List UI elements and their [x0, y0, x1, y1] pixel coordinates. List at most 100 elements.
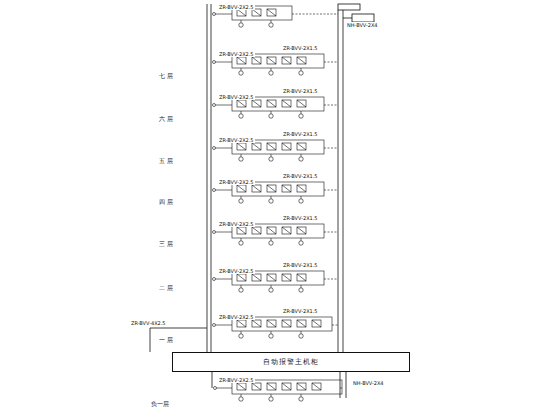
device-symbol	[297, 320, 306, 327]
device-symbol	[267, 100, 276, 107]
cable-label: ZR-BVV-2X1.5	[282, 262, 319, 268]
device-symbol	[297, 57, 306, 64]
drop-wire	[241, 111, 242, 114]
floor-label: 一 层	[158, 336, 174, 343]
detector-symbol	[299, 334, 303, 338]
device-symbol	[237, 383, 246, 390]
device-mark	[267, 274, 276, 281]
detector-symbol	[269, 288, 273, 292]
device-symbol	[267, 57, 276, 64]
cable-label: ZR-BVV-2X2.5	[218, 221, 255, 227]
device-symbol	[267, 185, 276, 192]
detector-symbol	[269, 397, 273, 401]
branch-wire	[216, 232, 233, 233]
device-mark	[237, 320, 246, 327]
branch-wire	[216, 148, 233, 149]
device-mark	[252, 143, 261, 150]
device-mark	[297, 143, 306, 150]
signal-wire	[332, 325, 338, 326]
floor-label: 六 层	[158, 115, 174, 122]
device-mark	[297, 383, 306, 390]
junction-dot	[213, 189, 216, 192]
device-symbol	[312, 383, 321, 390]
drop-wire	[271, 68, 272, 71]
signal-wire	[324, 148, 338, 149]
junction-dot	[213, 147, 216, 150]
device-symbol	[252, 320, 261, 327]
floor-label: 二 层	[158, 284, 174, 291]
detector-symbol	[239, 114, 243, 118]
cable-label: ZR-BVV-2X2.5	[218, 4, 255, 10]
cable-label: ZR-BVV-4X2.5	[130, 320, 167, 326]
device-mark	[267, 9, 276, 16]
device-mark	[237, 57, 246, 64]
device-symbol	[252, 185, 261, 192]
device-mark	[237, 9, 246, 16]
detector-symbol	[299, 71, 303, 75]
device-symbol	[252, 9, 261, 16]
junction-dot	[213, 61, 216, 64]
device-symbol	[252, 274, 261, 281]
floor-label: 四 层	[158, 198, 174, 205]
detector-symbol	[269, 114, 273, 118]
cable-label: ZR-BVV-2X2.5	[218, 314, 255, 320]
branch-wire	[217, 388, 233, 389]
device-mark	[267, 185, 276, 192]
device-symbol	[267, 9, 276, 16]
drop-wire	[241, 196, 242, 199]
cable-label: ZR-BVV-2X2.5	[218, 377, 255, 383]
device-symbol	[237, 227, 246, 234]
device-mark	[282, 100, 291, 107]
detector-symbol	[299, 241, 303, 245]
device-symbol	[297, 100, 306, 107]
device-mark	[252, 383, 261, 390]
floor-label: 七 层	[158, 72, 174, 79]
floor-label: 五 层	[158, 157, 174, 164]
drop-wire	[301, 68, 302, 71]
device-mark	[237, 383, 246, 390]
device-symbol	[252, 100, 261, 107]
device-symbol	[252, 143, 261, 150]
device-symbol	[282, 100, 291, 107]
device-mark	[282, 320, 291, 327]
drop-wire	[271, 285, 272, 288]
device-mark	[267, 320, 276, 327]
drop-wire	[301, 111, 302, 114]
cable-label: ZR-BVV-2X2.5	[218, 94, 255, 100]
device-symbol	[237, 143, 246, 150]
drop-wire	[301, 238, 302, 241]
detector-symbol	[299, 288, 303, 292]
cable-label: ZR-BVV-2X2.5	[218, 137, 255, 143]
device-symbol	[282, 320, 291, 327]
device-mark	[267, 100, 276, 107]
device-symbol	[237, 274, 246, 281]
detector-symbol	[239, 71, 243, 75]
device-mark	[252, 274, 261, 281]
device-mark	[297, 320, 306, 327]
cable-label: ZR-BVV-2X2.5	[218, 268, 255, 274]
detector-symbol	[299, 397, 303, 401]
device-symbol	[282, 185, 291, 192]
device-mark	[267, 57, 276, 64]
drop-wire	[241, 285, 242, 288]
device-symbol	[252, 383, 261, 390]
device-mark	[267, 383, 276, 390]
junction-dot	[213, 231, 216, 234]
detector-symbol	[269, 241, 273, 245]
junction-dot	[214, 387, 217, 390]
device-symbol	[267, 320, 276, 327]
device-mark	[297, 227, 306, 234]
drop-wire	[301, 196, 302, 199]
device-symbol	[252, 227, 261, 234]
junction-dot	[213, 13, 216, 16]
device-mark	[267, 227, 276, 234]
drop-wire	[271, 111, 272, 114]
branch-wire	[216, 105, 233, 106]
cable-label: NH-BVV-2X4	[346, 22, 379, 28]
device-symbol	[237, 185, 246, 192]
cable-label: NH-BVV-2X4	[352, 380, 385, 386]
branch-wire	[216, 325, 233, 326]
detector-symbol	[239, 241, 243, 245]
cable-label: ZR-BVV-2X2.5	[218, 51, 255, 57]
device-mark	[252, 320, 261, 327]
